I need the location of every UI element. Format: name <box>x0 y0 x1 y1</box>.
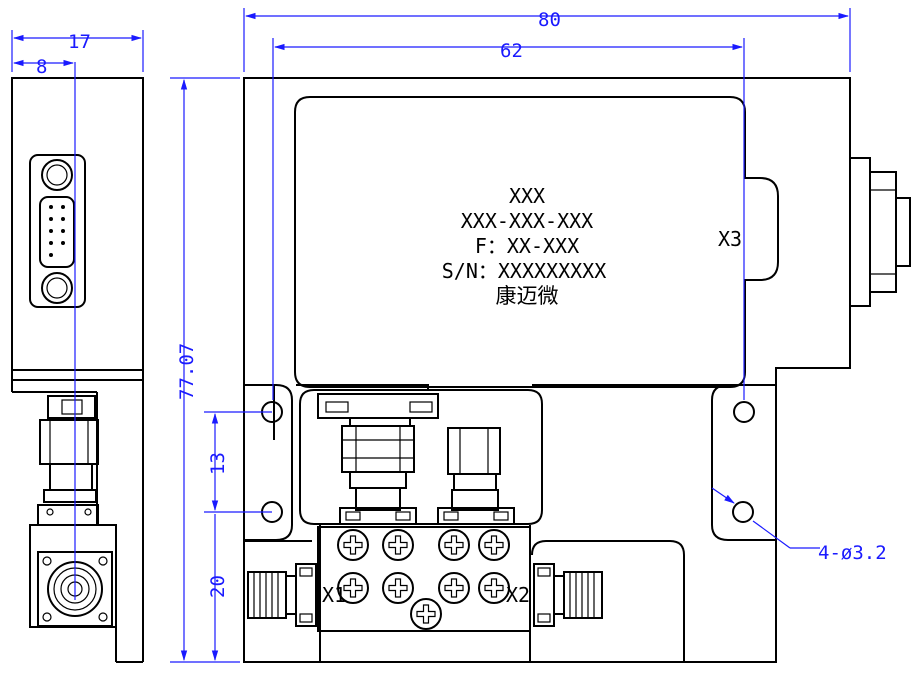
screw-head <box>478 529 510 561</box>
screw-head <box>410 598 442 630</box>
dim-overall-width: 80 <box>538 9 561 31</box>
mounting-holes <box>261 401 755 523</box>
side-view <box>11 62 144 663</box>
screw-head <box>337 572 369 604</box>
dim-overall-height: 77.07 <box>176 343 198 400</box>
port-label-x2: X2 <box>506 583 530 607</box>
x2-connector <box>533 563 603 627</box>
screw-cross <box>416 604 436 624</box>
dim-side-offset: 8 <box>36 56 47 78</box>
dim-holes: 4-ø3.2 <box>818 542 887 564</box>
port-label-x3: X3 <box>718 227 742 251</box>
screw-cross <box>343 578 363 598</box>
terminal-screws <box>337 529 510 630</box>
screw-head <box>382 529 414 561</box>
label-line-2: XXX-XXX-XXX <box>461 209 593 233</box>
terminal-block <box>317 526 531 632</box>
flange-connector <box>29 524 117 628</box>
screw-cross <box>484 578 504 598</box>
port-label-x1: X1 <box>322 583 346 607</box>
dim-inner-width: 62 <box>500 40 523 62</box>
front-view <box>243 77 911 663</box>
label-line-5: 康迈微 <box>496 284 559 308</box>
screw-cross <box>388 535 408 555</box>
screw-head <box>337 529 369 561</box>
screw-head <box>478 572 510 604</box>
dimensions: 80 62 17 8 77.07 13 20 4-ø3.2 <box>11 8 887 663</box>
label-line-3: F：XX-XXX <box>475 234 579 258</box>
dim-bottom-offset: 20 <box>207 575 229 598</box>
side-sma-connector <box>37 395 99 526</box>
screw-cross <box>444 535 464 555</box>
screw-cross <box>484 535 504 555</box>
screw-cross <box>388 578 408 598</box>
label-line-4: S/N：XXXXXXXXX <box>442 259 607 283</box>
x1-connector <box>247 563 317 627</box>
x3-connector <box>849 157 911 307</box>
label-line-1: XXX <box>509 184 545 208</box>
screw-head <box>438 529 470 561</box>
screw-cross <box>343 535 363 555</box>
screw-head <box>382 572 414 604</box>
dim-side-width: 17 <box>68 31 91 53</box>
internal-components <box>317 393 515 525</box>
screw-head <box>438 572 470 604</box>
dim-hole-spacing: 13 <box>207 452 229 475</box>
product-label: XXX XXX-XXX-XXX F：XX-XXX S/N：XXXXXXXXX 康… <box>442 184 607 308</box>
screw-cross <box>444 578 464 598</box>
dsub-connector <box>29 154 86 308</box>
